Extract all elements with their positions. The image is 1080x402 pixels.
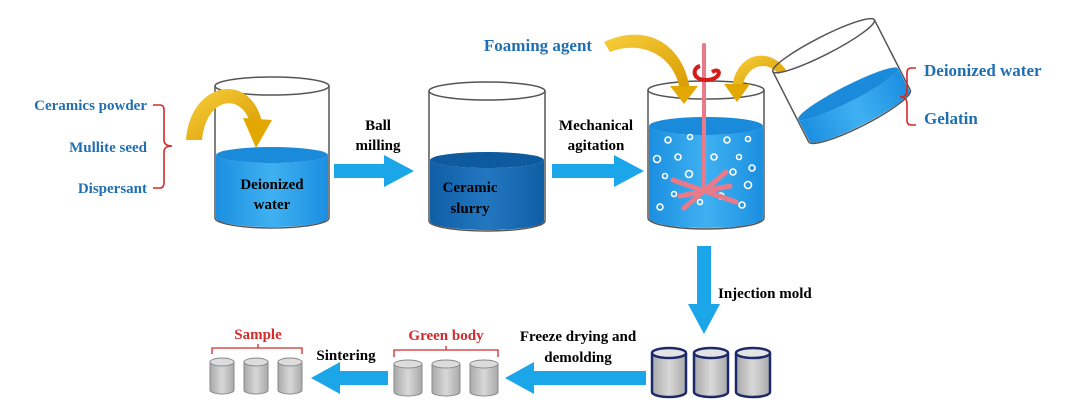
curved-arrow-icon-input-left [186,88,272,148]
rotation-arrow-icon [692,64,721,83]
beaker1-label-line2: water [254,197,291,213]
sample-bracket [211,344,303,354]
foaming-agent-label: Foaming agent [484,36,592,55]
arrow-injection-mold [688,246,720,334]
green-body-bracket [393,346,499,357]
beaker2-label-line2: slurry [450,201,490,217]
step-injection-label: Injection mold [718,286,812,302]
right-bracket [899,67,916,126]
green-body-2 [431,359,461,397]
curved-arrow-icon-gelatin [724,55,786,102]
input-ceramics-powder: Ceramics powder [34,98,147,114]
beaker1-label-line1: Deionized [240,177,304,193]
input-deionized-water: Deionized water [924,61,1042,80]
curved-arrow-icon-foaming-agent [604,34,698,104]
sample-3 [277,357,303,395]
stirrer [670,43,739,211]
step-mechanical-line1: Mechanical [559,118,633,134]
mold-2 [692,346,730,399]
sample-1 [209,357,235,395]
beaker-ceramic-slurry [428,81,546,232]
step-mechanical-line2: agitation [568,138,625,154]
mold-1 [650,346,688,399]
beaker2-label-line1: Ceramic [443,180,498,196]
arrow-ball-milling [334,155,414,187]
step-freeze-line1: Freeze drying and [520,329,637,345]
input-dispersant: Dispersant [78,181,147,197]
arrow-freeze-drying [505,362,646,394]
arrow-sintering [311,362,388,394]
step-ball-milling-line1: Ball [365,118,391,134]
arrow-mechanical-agitation [552,155,644,187]
beaker-deionized-water [214,76,330,229]
step-ball-milling-line2: milling [355,138,401,154]
green-bodies [393,359,499,397]
mold-3 [734,346,772,399]
sample-2 [243,357,269,395]
green-body-1 [393,359,423,397]
input-mullite-seed: Mullite seed [69,140,148,156]
input-gelatin: Gelatin [924,109,978,128]
left-bracket [153,104,173,189]
green-body-label: Green body [408,328,484,344]
molds [650,346,772,399]
green-body-3 [469,359,499,397]
sample-label: Sample [234,327,282,343]
step-sintering-label: Sintering [316,348,376,364]
step-freeze-line2: demolding [544,350,612,366]
samples [209,357,303,395]
tilted-beaker [771,17,912,145]
